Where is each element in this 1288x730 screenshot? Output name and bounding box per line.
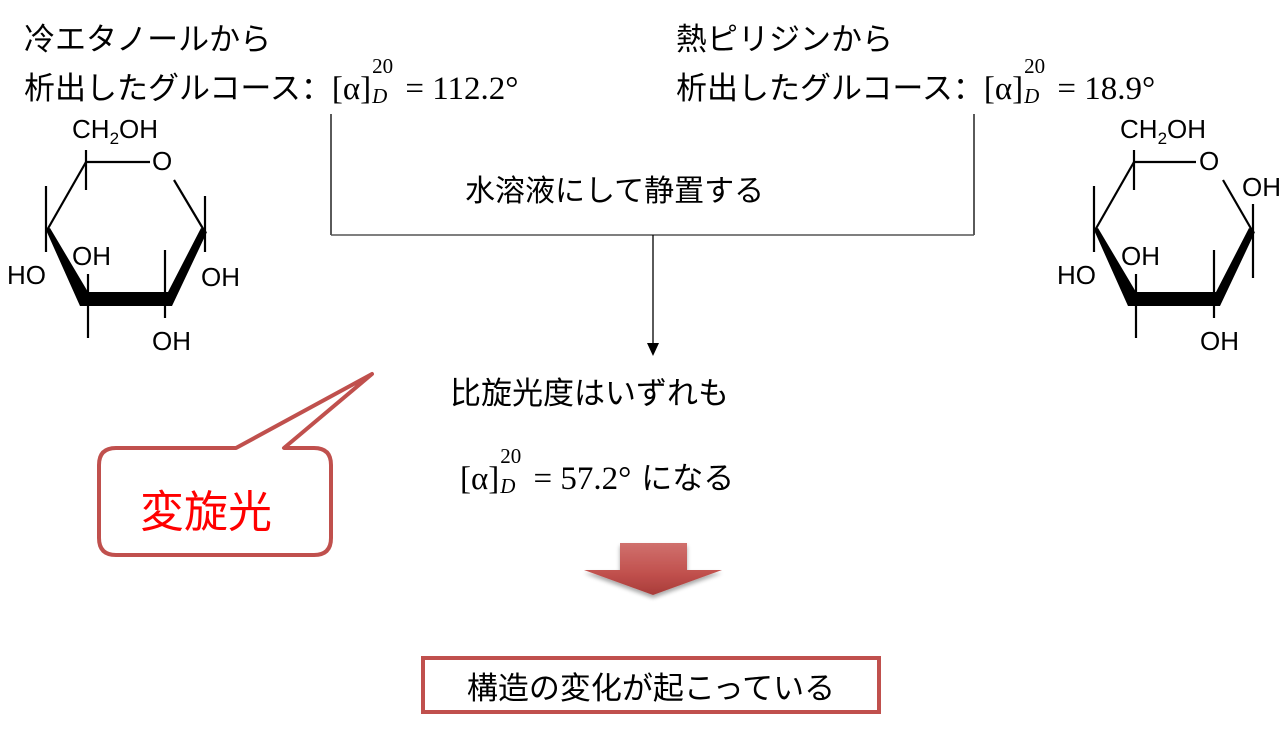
beta-glucose-structure (1092, 150, 1255, 338)
alpha-symbol: [α] (460, 461, 500, 497)
rotation-value: 18.9° (1084, 71, 1156, 107)
equals-sign: = (533, 461, 553, 497)
beta-glucose-wedge-bonds (1094, 228, 1255, 306)
left-sample-line1: 冷エタノールから (24, 22, 272, 58)
outcome-suffix: になる (641, 461, 735, 497)
left-ring-oxygen: O (152, 146, 172, 176)
right-ch2oh-label: CH2OH (1120, 114, 1206, 148)
left-ch2oh-label: CH2OH (72, 114, 158, 148)
left-oh-bottom-label: OH (152, 326, 191, 356)
rotation-value: 112.2° (432, 71, 519, 107)
d-line-subscript: D (1024, 84, 1040, 108)
conclusion-label: 構造の変化が起こっている (466, 670, 836, 707)
equals-sign: = (1057, 71, 1076, 107)
temperature-superscript: 20 (372, 54, 394, 78)
left-ho-label: HO (7, 260, 46, 290)
right-oh-bottom-label: OH (1200, 326, 1239, 356)
equals-sign: = (405, 71, 424, 107)
left-oh-upper-label: OH (72, 241, 111, 271)
flow-arrowhead (647, 343, 659, 356)
flow-bracket (330, 114, 975, 345)
outcome-line1: 比旋光度はいずれも (450, 376, 729, 412)
rotation-value: 57.2° (560, 461, 632, 497)
right-oh-upper-label: OH (1121, 241, 1160, 271)
conclusion-box: 構造の変化が起こっている (421, 656, 881, 714)
left-oh-anomeric-label: OH (201, 262, 240, 292)
temperature-superscript: 20 (500, 444, 522, 468)
right-ring-oxygen: O (1199, 146, 1219, 176)
d-line-subscript: D (500, 474, 516, 498)
right-oh-anomeric-label: OH (1242, 172, 1281, 202)
alpha-glucose-wedge-bonds (46, 228, 207, 306)
conclusion-arrow-icon (584, 543, 722, 595)
process-step-label: 水溶液にして静置する (465, 174, 765, 209)
right-ho-label: HO (1057, 260, 1096, 290)
alpha-glucose-structure (44, 150, 207, 338)
callout-bubble (97, 372, 374, 557)
temperature-superscript: 20 (1024, 54, 1046, 78)
d-line-subscript: D (372, 84, 388, 108)
alpha-symbol: [α] (331, 71, 372, 107)
right-sample-line1: 熱ピリジンから (676, 22, 893, 58)
mutarotation-label: 変旋光 (140, 487, 272, 538)
right-sample-origin: 析出したグルコース： (676, 71, 984, 107)
alpha-symbol: [α] (983, 71, 1024, 107)
left-sample-origin: 析出したグルコース： (24, 71, 332, 107)
